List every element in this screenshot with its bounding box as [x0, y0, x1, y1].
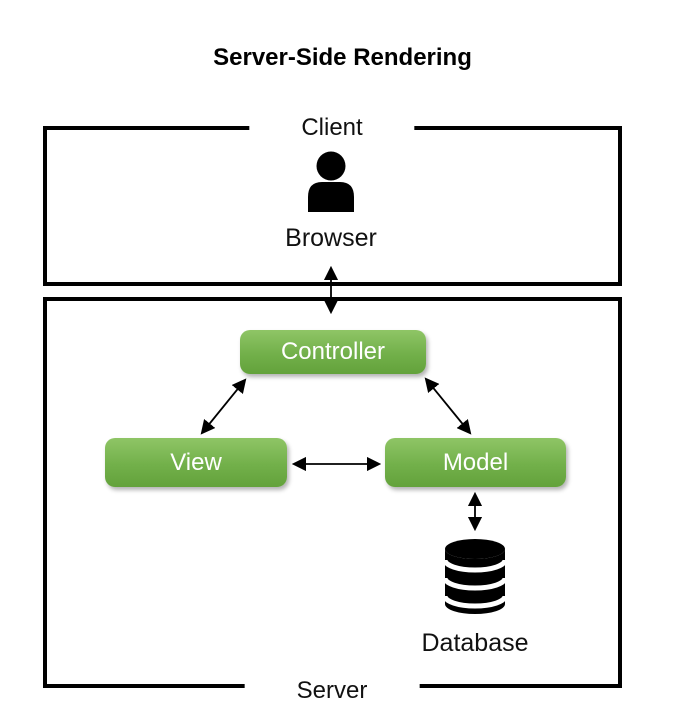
- person-icon: [308, 151, 354, 212]
- client-group-label: Client: [249, 112, 415, 144]
- server-group-label: Server: [244, 675, 420, 707]
- controller-node: Controller: [240, 330, 426, 374]
- model-node: Model: [385, 438, 566, 487]
- browser-label: Browser: [285, 224, 377, 252]
- diagram-title: Server-Side Rendering: [213, 44, 472, 71]
- database-icon: [443, 539, 507, 614]
- view-node: View: [105, 438, 287, 487]
- database-label: Database: [421, 629, 529, 657]
